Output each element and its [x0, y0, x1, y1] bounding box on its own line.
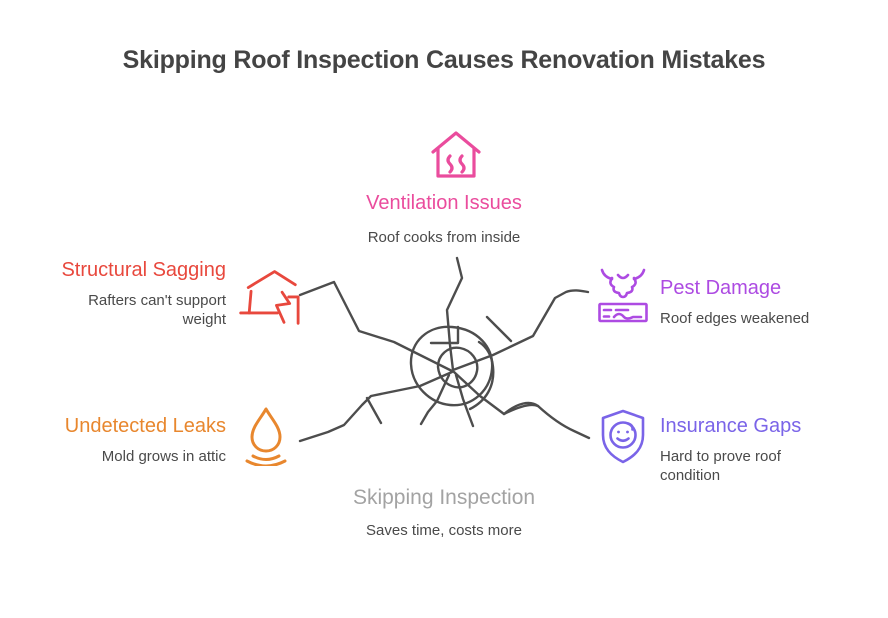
center-desc-skipping-inspection: Saves time, costs more	[366, 522, 522, 539]
node-label-pest-damage: Pest Damage	[660, 277, 782, 299]
node-text-structural-sagging: Structural Sagging Rafters can't support…	[36, 258, 226, 329]
node-label-insurance-gaps: Insurance Gaps	[660, 415, 802, 437]
node-desc-undetected-leaks: Mold grows in attic	[101, 448, 226, 465]
node-text-insurance-gaps: Insurance Gaps Hard to prove roof condit…	[660, 414, 830, 485]
center-label-skipping-inspection: Skipping Inspection	[352, 486, 536, 509]
house-steam-icon	[429, 128, 483, 182]
node-label-ventilation-issues: Ventilation Issues	[366, 192, 522, 214]
node-text-undetected-leaks: Undetected Leaks Mold grows in attic	[36, 414, 226, 466]
shield-face-icon	[598, 408, 648, 465]
water-droplet-icon	[240, 404, 292, 466]
page-title: Skipping Roof Inspection Causes Renovati…	[122, 46, 766, 74]
node-desc-ventilation-issues: Roof cooks from inside	[367, 229, 521, 246]
termite-plank-icon	[597, 267, 649, 325]
node-desc-insurance-gaps: Hard to prove roof condition	[660, 448, 781, 484]
node-text-pest-damage: Pest Damage Roof edges weakened	[660, 276, 860, 328]
node-label-structural-sagging: Structural Sagging	[61, 259, 226, 281]
cracked-house-icon	[236, 264, 300, 328]
node-desc-pest-damage: Roof edges weakened	[660, 310, 810, 327]
node-desc-structural-sagging: Rafters can't support weight	[88, 292, 226, 328]
node-label-undetected-leaks: Undetected Leaks	[64, 415, 226, 437]
